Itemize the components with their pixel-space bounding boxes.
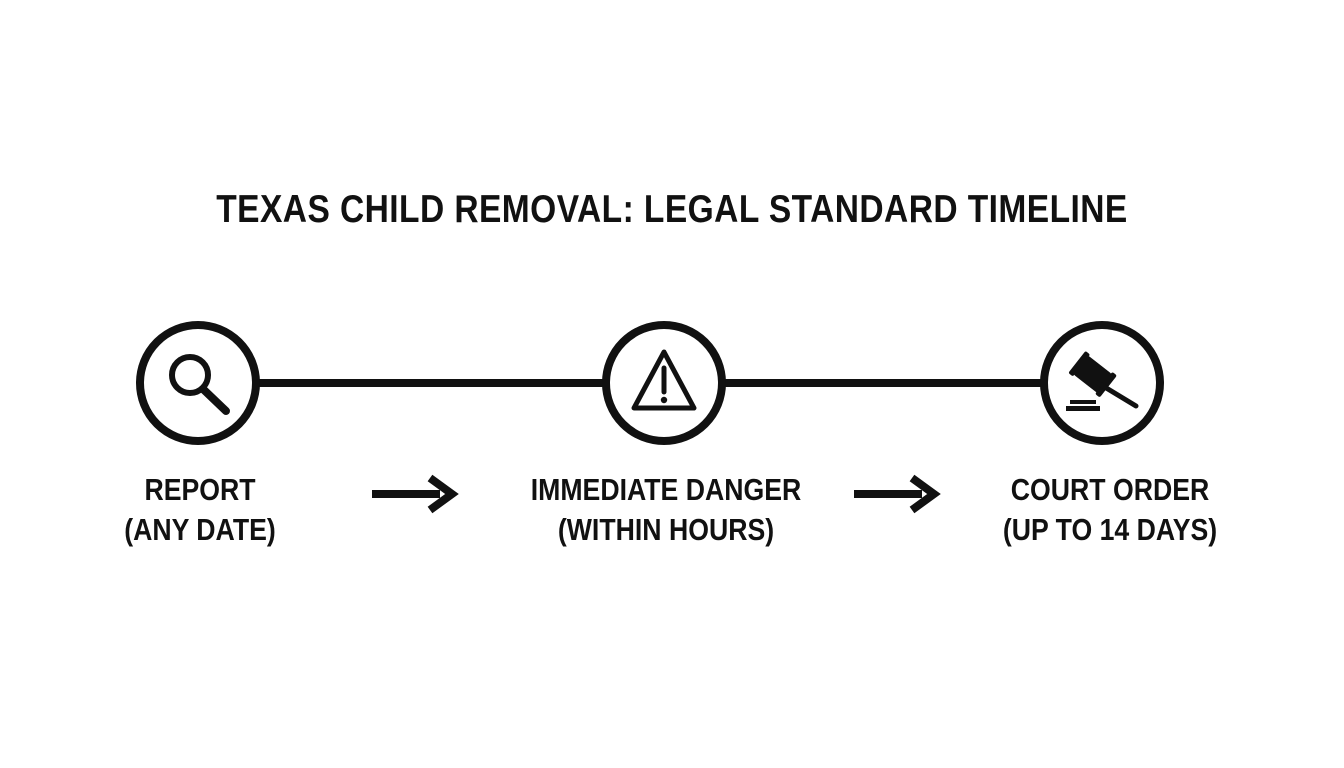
step-3-node [1040, 321, 1164, 445]
step-3-timeframe: (UP TO 14 DAYS) [1002, 512, 1218, 547]
step-1-timeframe: (ANY DATE) [124, 512, 276, 547]
step-2-node [602, 321, 726, 445]
arrow-2 [854, 474, 941, 514]
step-1-circle [136, 321, 260, 445]
step-1-label: REPORT (ANY DATE) [97, 470, 303, 550]
step-3-label: COURT ORDER (UP TO 14 DAYS) [981, 470, 1239, 550]
step-1-node [136, 321, 260, 445]
magnifying-glass-icon [169, 354, 230, 415]
step-3-title: COURT ORDER [1010, 472, 1210, 507]
warning-triangle-icon [631, 349, 697, 411]
gavel-icon [1066, 351, 1139, 411]
diagram-title: TEXAS CHILD REMOVAL: LEGAL STANDARD TIME… [216, 188, 1128, 231]
arrow-1 [372, 474, 459, 514]
step-1-title: REPORT [144, 472, 256, 507]
step-2-timeframe: (WITHIN HOURS) [557, 512, 775, 547]
step-2-label: IMMEDIATE DANGER (WITHIN HOURS) [511, 470, 821, 550]
step-2-title: IMMEDIATE DANGER [530, 472, 802, 507]
